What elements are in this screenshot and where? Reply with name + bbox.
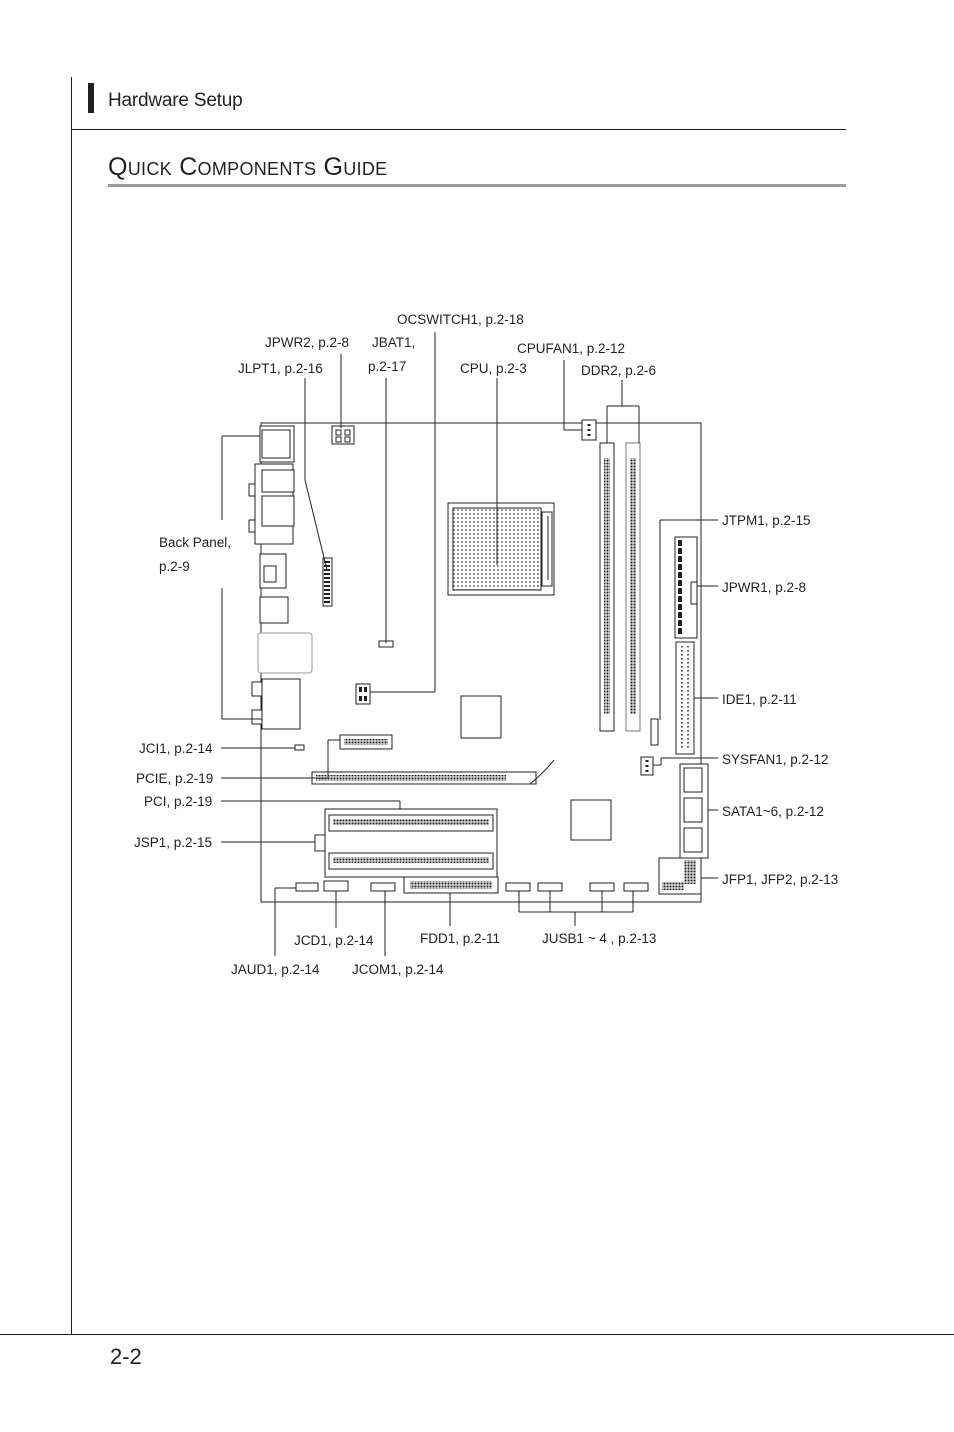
footer-rule bbox=[0, 1334, 954, 1335]
ocswitch1 bbox=[355, 683, 371, 705]
cpu-socket bbox=[447, 502, 555, 596]
section-title-rule bbox=[108, 184, 846, 187]
callout-jsp1: JSP1, p.2-15 bbox=[134, 835, 212, 850]
jusb4-header bbox=[623, 882, 649, 892]
callout-jpwr2: JPWR2, p.2-8 bbox=[265, 335, 349, 350]
callout-back-panel-page: p.2-9 bbox=[159, 559, 190, 574]
jusb1-header bbox=[505, 882, 531, 892]
leader-lines bbox=[221, 332, 718, 956]
header-rule bbox=[71, 129, 846, 130]
callout-jbat1-page: p.2-17 bbox=[368, 359, 406, 374]
jci1-header bbox=[294, 744, 305, 751]
jtpm1-header bbox=[650, 718, 659, 746]
jusb3-header bbox=[589, 882, 615, 892]
jcd1-header bbox=[323, 880, 349, 892]
jcom1-header bbox=[370, 882, 396, 892]
sata-connectors bbox=[679, 763, 709, 859]
jpwr2-connector bbox=[331, 425, 355, 445]
jusb2-header bbox=[537, 882, 563, 892]
ddr2-slots bbox=[599, 442, 641, 732]
callout-sysfan1: SYSFAN1, p.2-12 bbox=[722, 752, 829, 767]
jaud1-header bbox=[295, 882, 319, 892]
callout-fdd1: FDD1, p.2-11 bbox=[420, 931, 500, 946]
callout-jlpt1: JLPT1, p.2-16 bbox=[238, 361, 323, 376]
header-marker-bar bbox=[88, 83, 94, 113]
callout-ide1: IDE1, p.2-11 bbox=[722, 692, 797, 707]
callout-back-panel-name: Back Panel, bbox=[159, 535, 231, 550]
page-number: 2-2 bbox=[110, 1344, 142, 1369]
callout-ddr2: DDR2, p.2-6 bbox=[581, 363, 656, 378]
callout-pcie: PCIE, p.2-19 bbox=[136, 771, 213, 786]
northbridge-chip bbox=[460, 695, 502, 739]
jpwr1-connector bbox=[674, 536, 698, 639]
pcie-x16-slot bbox=[311, 759, 555, 785]
left-margin-rule bbox=[71, 77, 72, 1335]
callout-sata: SATA1~6, p.2-12 bbox=[722, 804, 824, 819]
ide1-connector bbox=[675, 641, 695, 755]
callout-cpufan1: CPUFAN1, p.2-12 bbox=[517, 341, 625, 356]
callout-jusb: JUSB1 ~ 4 , p.2-13 bbox=[542, 931, 656, 946]
southbridge-chip bbox=[570, 799, 612, 841]
callout-jcom1: JCOM1, p.2-14 bbox=[352, 962, 444, 977]
back-panel-connectors bbox=[248, 425, 313, 730]
callout-jaud1: JAUD1, p.2-14 bbox=[231, 962, 320, 977]
callout-ocswitch1: OCSWITCH1, p.2-18 bbox=[397, 312, 524, 327]
callout-jtpm1: JTPM1, p.2-15 bbox=[722, 513, 811, 528]
callout-jci1: JCI1, p.2-14 bbox=[139, 741, 213, 756]
callout-jbat1-name: JBAT1, bbox=[372, 335, 415, 350]
pci-slots bbox=[324, 808, 498, 878]
callout-jcd1: JCD1, p.2-14 bbox=[294, 933, 374, 948]
header-title: Hardware Setup bbox=[108, 90, 243, 111]
jsp1-header bbox=[314, 834, 326, 852]
callout-pci: PCI, p.2-19 bbox=[144, 794, 212, 809]
section-title: Quick Components Guide bbox=[108, 153, 388, 181]
callout-jfp: JFP1, JFP2, p.2-13 bbox=[722, 872, 838, 887]
callout-cpu: CPU, p.2-3 bbox=[460, 361, 527, 376]
callout-jpwr1: JPWR1, p.2-8 bbox=[722, 580, 806, 595]
